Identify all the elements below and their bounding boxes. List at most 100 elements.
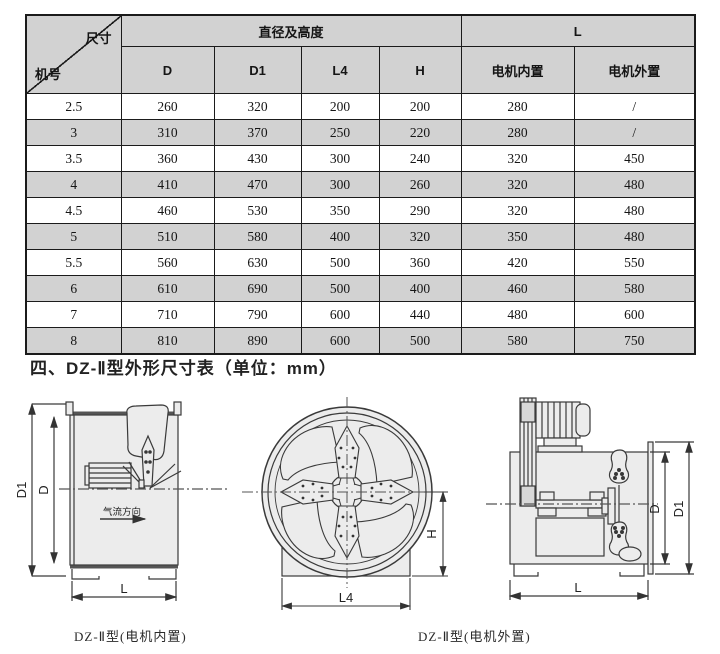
dim-label-d1: D1 — [15, 482, 29, 499]
col-header-d1: D1 — [213, 46, 302, 94]
cell: 600 — [573, 301, 696, 328]
cell: 530 — [213, 197, 302, 224]
drawing-front-view: L4 H — [242, 397, 448, 610]
support-struts — [122, 461, 182, 489]
cell: 300 — [300, 171, 380, 198]
cell: 300 — [300, 145, 380, 172]
col-header-l4: L4 — [300, 46, 380, 94]
cell: 3.5 — [25, 145, 122, 172]
cell: 280 — [460, 119, 575, 146]
cell: 400 — [300, 223, 380, 250]
mounting-foot — [71, 569, 100, 580]
cell: 220 — [378, 119, 462, 146]
cell: 410 — [120, 171, 215, 198]
dim-label-h: H — [424, 529, 439, 538]
impeller — [601, 449, 642, 562]
cell: / — [573, 119, 696, 146]
cell: 450 — [573, 145, 696, 172]
drawing-external-motor-side-view: D D1 L — [486, 397, 694, 600]
cell: 790 — [213, 301, 302, 328]
cell: 400 — [378, 275, 462, 302]
cell: 630 — [213, 249, 302, 276]
cell: 460 — [120, 197, 215, 224]
cell: 260 — [120, 93, 215, 120]
diagonal-divider — [27, 16, 120, 93]
cell: 510 — [120, 223, 215, 250]
cell: 350 — [300, 197, 380, 224]
cell: 320 — [460, 171, 575, 198]
cell: 4.5 — [25, 197, 122, 224]
cell: 560 — [120, 249, 215, 276]
cell: 420 — [460, 249, 575, 276]
cell: / — [573, 93, 696, 120]
cell: 4 — [25, 171, 122, 198]
mounting-foot — [513, 564, 539, 577]
cell: 7 — [25, 301, 122, 328]
cell: 890 — [213, 327, 302, 355]
cell: 5.5 — [25, 249, 122, 276]
corner-label-model: 机号 — [35, 67, 62, 82]
cell: 320 — [378, 223, 462, 250]
corner-label-size: 尺寸 — [85, 31, 112, 46]
caption-external-motor: DZ-Ⅱ型(电机外置) — [418, 629, 531, 644]
group-header-l: L — [460, 14, 696, 47]
dimension-d1 — [655, 440, 694, 576]
fan-blade — [126, 404, 169, 461]
dimension-d — [650, 450, 670, 566]
cell: 580 — [460, 327, 575, 355]
cell: 310 — [120, 119, 215, 146]
col-header-d: D — [120, 46, 215, 94]
cell: 460 — [460, 275, 575, 302]
dim-label-d: D — [36, 485, 51, 494]
section-title: 四、DZ-Ⅱ型外形尺寸表（单位：mm） — [30, 359, 337, 378]
cell: 360 — [120, 145, 215, 172]
cell: 350 — [460, 223, 575, 250]
cell: 710 — [120, 301, 215, 328]
col-header-motor-internal: 电机内置 — [460, 46, 575, 94]
col-header-motor-external: 电机外置 — [573, 46, 696, 94]
cell: 480 — [573, 197, 696, 224]
cell: 2.5 — [25, 93, 122, 120]
table-corner-cell: 尺寸 机号 — [25, 14, 122, 94]
cell: 200 — [300, 93, 380, 120]
bearing-housing — [535, 517, 605, 557]
airflow-direction-label: 气流方向 — [103, 506, 141, 518]
dim-label-l: L — [574, 580, 581, 595]
cell: 550 — [573, 249, 696, 276]
flange-plate — [647, 441, 654, 575]
dimension-d1 — [28, 402, 66, 578]
cell: 440 — [378, 301, 462, 328]
dim-label-l4: L4 — [339, 590, 353, 605]
cell: 370 — [213, 119, 302, 146]
cell: 580 — [573, 275, 696, 302]
mounting-foot — [619, 564, 645, 577]
cell: 5 — [25, 223, 122, 250]
cell: 690 — [213, 275, 302, 302]
cell: 3 — [25, 119, 122, 146]
dimension-h — [412, 490, 448, 578]
dim-label-l: L — [120, 581, 127, 596]
cell: 500 — [300, 275, 380, 302]
cell: 480 — [460, 301, 575, 328]
cell: 600 — [300, 301, 380, 328]
cell: 750 — [573, 327, 696, 355]
cell: 480 — [573, 171, 696, 198]
cell: 250 — [300, 119, 380, 146]
caption-internal-motor: DZ-Ⅱ型(电机内置) — [74, 629, 187, 644]
drawing-internal-motor-side-view: D1 D L 气流方向 — [15, 401, 228, 601]
dimension-l — [70, 581, 178, 601]
cell: 200 — [378, 93, 462, 120]
belt-drive — [519, 397, 537, 507]
cell: 810 — [120, 327, 215, 355]
cell: 500 — [378, 327, 462, 355]
cell: 8 — [25, 327, 122, 355]
